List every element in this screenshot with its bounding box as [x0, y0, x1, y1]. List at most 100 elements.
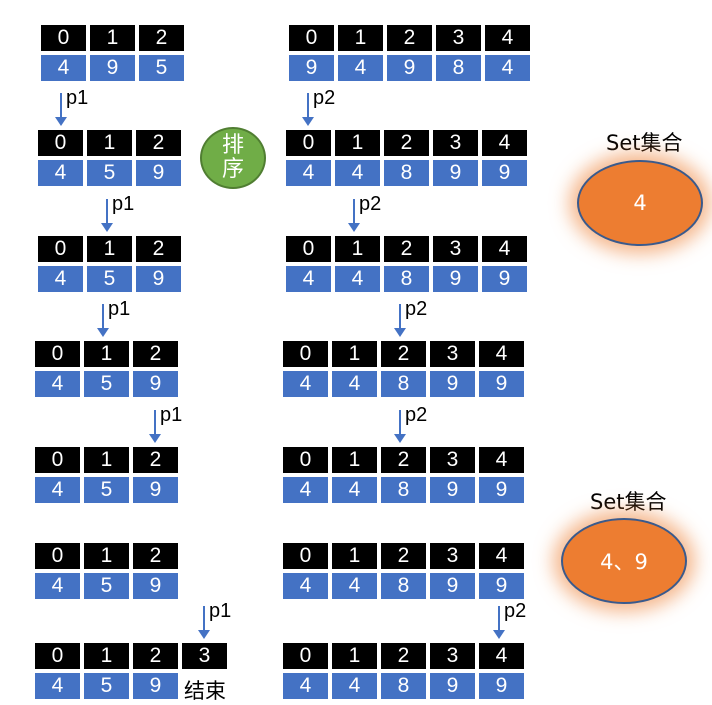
value-cell: 9 [429, 572, 476, 600]
pointer-p1-arrow: p1 [149, 404, 214, 444]
index-cell: 0 [282, 642, 329, 670]
value-cell: 4 [337, 54, 384, 82]
index-cell: 2 [380, 642, 427, 670]
value-cell: 9 [478, 672, 525, 700]
arrow-head-icon [348, 223, 360, 232]
index-cell: 1 [83, 542, 130, 570]
pointer-label: p2 [405, 298, 428, 320]
pointer-p1-arrow: p1 [55, 87, 120, 127]
value-cell: 4 [282, 572, 329, 600]
index-cell: 4 [484, 24, 531, 52]
sort-circle: 排序 [200, 127, 266, 189]
value-cell: 8 [380, 370, 427, 398]
value-cell: 4 [34, 476, 81, 504]
index-cell: 2 [386, 24, 433, 52]
value-cell: 4 [37, 265, 84, 293]
pointer-p1-arrow: p1 [101, 193, 166, 233]
pointer-p2-arrow: p2 [493, 600, 558, 640]
index-cell: 0 [285, 129, 332, 157]
value-cell: 9 [89, 54, 136, 82]
value-cell: 4 [282, 370, 329, 398]
sort-label: 排序 [221, 133, 244, 182]
index-cell: 1 [83, 446, 130, 474]
arrow-down-icon [307, 93, 309, 121]
value-cell: 9 [135, 265, 182, 293]
value-cell: 9 [288, 54, 335, 82]
value-cell: 5 [138, 54, 185, 82]
value-cell: 4 [34, 370, 81, 398]
value-cell: 4 [285, 265, 332, 293]
index-cell: 4 [478, 542, 525, 570]
value-cell: 4 [34, 672, 81, 700]
index-cell: 2 [380, 340, 427, 368]
index-cell: 1 [331, 340, 378, 368]
arrow-down-icon [102, 304, 104, 332]
value-cell: 8 [380, 476, 427, 504]
index-cell: 2 [380, 542, 427, 570]
arrow-down-icon [60, 93, 62, 121]
index-cell: 3 [432, 235, 479, 263]
pointer-p1-arrow: p1 [198, 600, 263, 640]
set-title-2: Set集合 [590, 490, 667, 514]
arrow-head-icon [149, 434, 161, 443]
arrow-down-icon [106, 199, 108, 227]
pointer-label: p2 [313, 87, 336, 109]
index-cell: 4 [481, 129, 528, 157]
value-cell: 4 [285, 159, 332, 187]
index-cell: 2 [383, 129, 430, 157]
value-cell: 9 [132, 370, 179, 398]
index-cell: 2 [383, 235, 430, 263]
value-cell: 9 [429, 672, 476, 700]
value-cell: 9 [478, 370, 525, 398]
end-label: 结束 [184, 679, 226, 703]
arrow-head-icon [97, 328, 109, 337]
index-cell: 2 [132, 642, 179, 670]
arrow-head-icon [394, 434, 406, 443]
pointer-label: p2 [359, 193, 382, 215]
value-cell: 9 [432, 159, 479, 187]
value-cell: 8 [383, 159, 430, 187]
pointer-p2-arrow: p2 [394, 298, 459, 338]
pointer-p1-arrow: p1 [97, 298, 162, 338]
arrow-head-icon [198, 630, 210, 639]
index-cell: 0 [37, 235, 84, 263]
index-cell: 1 [334, 235, 381, 263]
pointer-p2-arrow: p2 [348, 193, 413, 233]
value-cell: 9 [132, 476, 179, 504]
index-cell: 1 [89, 24, 136, 52]
index-cell: 2 [132, 340, 179, 368]
arrow-head-icon [394, 328, 406, 337]
pointer-label: p1 [160, 404, 183, 426]
value-cell: 4 [40, 54, 87, 82]
value-cell: 9 [432, 265, 479, 293]
pointer-p2-arrow: p2 [394, 404, 459, 444]
value-cell: 9 [481, 265, 528, 293]
arrow-head-icon [55, 117, 67, 126]
arrow-down-icon [203, 606, 205, 634]
pointer-label: p2 [504, 600, 527, 622]
index-cell: 0 [285, 235, 332, 263]
value-cell: 9 [429, 370, 476, 398]
value-cell: 4 [331, 572, 378, 600]
pointer-label: p1 [209, 600, 232, 622]
value-cell: 5 [86, 159, 133, 187]
index-cell: 1 [334, 129, 381, 157]
set-ellipse-2: 4、9 [561, 518, 687, 604]
index-cell: 1 [337, 24, 384, 52]
value-cell: 4 [334, 265, 381, 293]
index-cell: 0 [37, 129, 84, 157]
value-cell: 4 [334, 159, 381, 187]
index-cell: 1 [331, 642, 378, 670]
value-cell: 4 [282, 476, 329, 504]
set-ellipse-1: 4 [577, 160, 703, 246]
value-cell: 9 [429, 476, 476, 504]
value-cell: 9 [132, 672, 179, 700]
set-title-1: Set集合 [606, 131, 683, 155]
value-cell: 8 [380, 572, 427, 600]
pointer-label: p1 [66, 87, 89, 109]
index-cell: 1 [83, 642, 130, 670]
value-cell: 4 [331, 476, 378, 504]
index-cell: 1 [331, 542, 378, 570]
index-cell: 0 [34, 542, 81, 570]
value-cell: 4 [37, 159, 84, 187]
